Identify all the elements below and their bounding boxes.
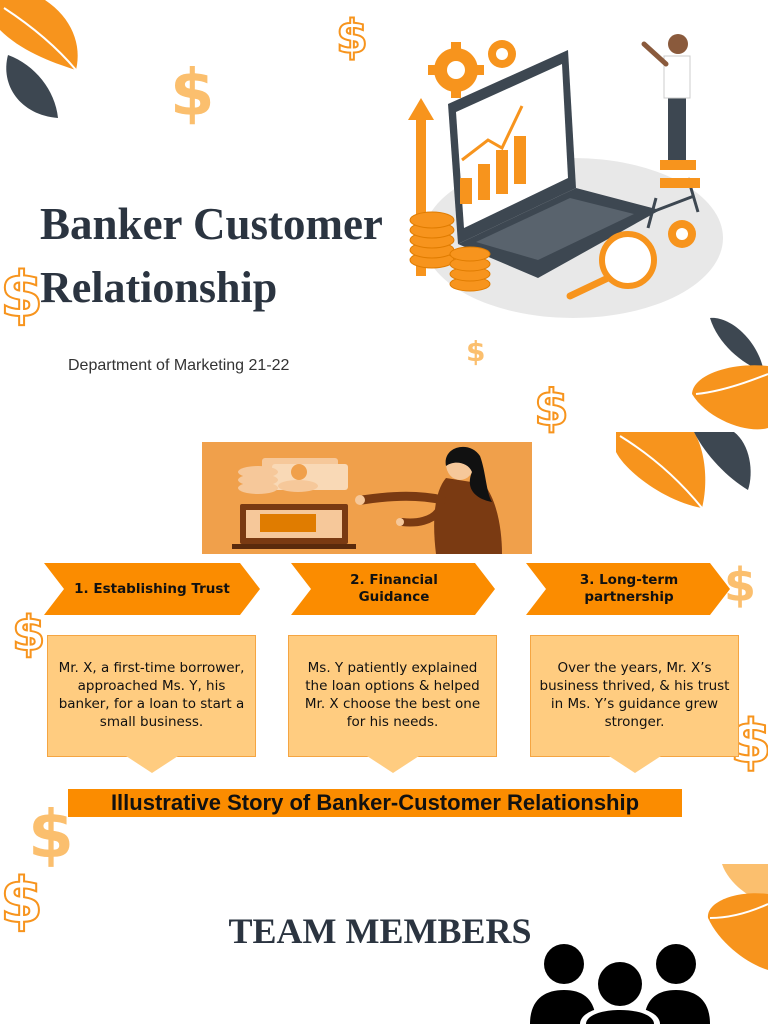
page-title-line2: Relationship bbox=[40, 263, 278, 312]
leaf-icon bbox=[616, 432, 751, 509]
page-title: Banker Customer bbox=[40, 202, 383, 247]
dollar-sign-icon: $ bbox=[466, 335, 486, 368]
department-subtitle: Department of Marketing 21-22 bbox=[68, 357, 290, 374]
step-description-2: Ms. Y patiently explained the loan optio… bbox=[288, 635, 497, 773]
team-people-icon bbox=[530, 944, 710, 1024]
dollar-sign-icon: $ bbox=[724, 558, 757, 612]
step-description-1: Mr. X, a first-time borrower, approached… bbox=[47, 635, 256, 773]
dollar-sign-icon: $ bbox=[170, 57, 215, 131]
story-heading: Illustrative Story of Banker-Customer Re… bbox=[68, 789, 682, 817]
dollar-sign-icon: $ bbox=[335, 10, 369, 64]
step-label-financial-guidance: 2. Financial Guidance bbox=[316, 563, 472, 615]
leaf-icon bbox=[0, 0, 78, 118]
step-description-3: Over the years, Mr. X’s business thrived… bbox=[530, 635, 739, 773]
dollar-sign-icon: $ bbox=[533, 379, 570, 437]
step-label-long-term-partnership: 3. Long-term partnership bbox=[551, 563, 707, 615]
dollar-sign-icon: $ bbox=[28, 796, 74, 873]
leaf-icon bbox=[707, 864, 768, 970]
dollar-sign-icon: $ bbox=[0, 864, 44, 937]
step-label-establishing-trust: 1. Establishing Trust bbox=[64, 563, 240, 615]
dollar-sign-icon: $ bbox=[0, 258, 44, 331]
team-members-heading: TEAM MEMBERS bbox=[228, 911, 532, 951]
leaf-icon bbox=[692, 317, 768, 430]
dollar-sign-icon: $ bbox=[11, 606, 46, 662]
banker-presentation-image bbox=[202, 442, 532, 554]
laptop-growth-chart-illustration bbox=[408, 34, 723, 318]
